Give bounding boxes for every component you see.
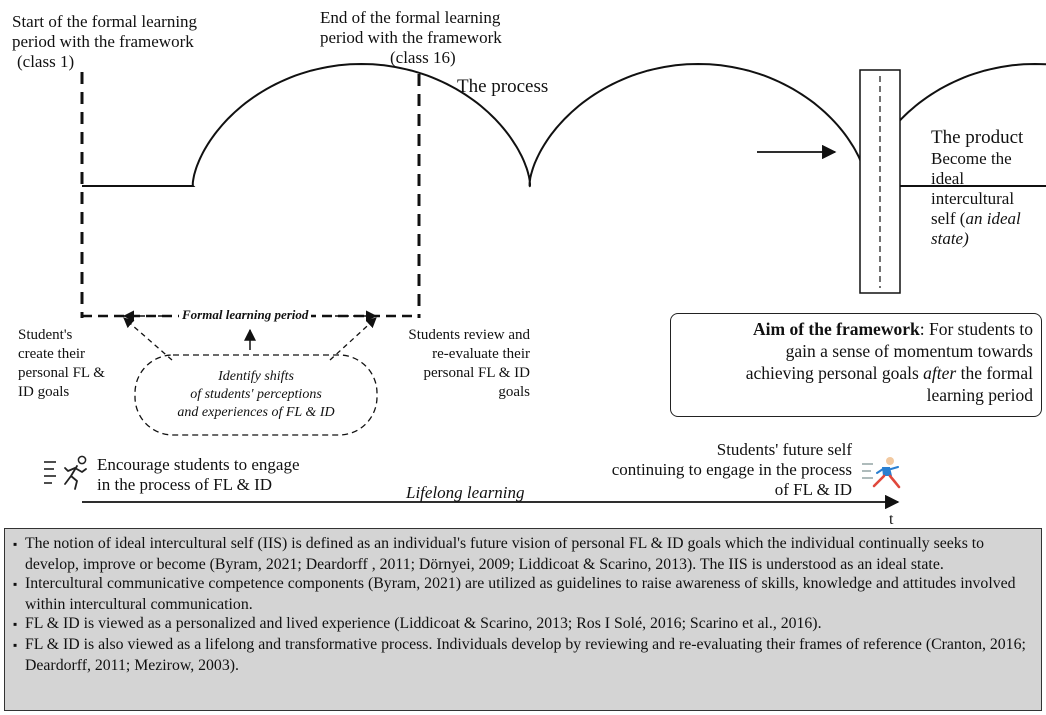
future-self-label: Students' future self continuing to enga… bbox=[611, 440, 852, 499]
aim-box: Aim of the framework: For students to ga… bbox=[670, 313, 1042, 417]
formal-period-label: Formal learning period bbox=[179, 307, 312, 323]
product-label: The product Become the ideal intercultur… bbox=[931, 127, 1024, 248]
runner-icon bbox=[862, 457, 901, 489]
process-spiral bbox=[82, 62, 1046, 189]
note-item: FL & ID is viewed as a personalized and … bbox=[13, 614, 1033, 635]
identify-shifts-bubble bbox=[134, 354, 378, 436]
time-axis-label: t bbox=[889, 511, 894, 528]
shift-arrow-right bbox=[329, 317, 377, 361]
students-create-label: Student's create their personal FL & ID … bbox=[18, 327, 105, 400]
end-label: End of the formal learning period with t… bbox=[320, 8, 502, 67]
process-diagram bbox=[44, 62, 1046, 510]
notes-box: The notion of ideal intercultural self (… bbox=[4, 528, 1042, 711]
shift-arrow-left bbox=[123, 317, 173, 361]
note-item: The notion of ideal intercultural self (… bbox=[13, 534, 1033, 574]
runner-icon bbox=[44, 455, 87, 490]
aim-text: Aim of the framework: For students to ga… bbox=[745, 319, 1033, 405]
start-label: Start of the formal learning period with… bbox=[12, 12, 198, 71]
process-label: The process bbox=[457, 76, 549, 97]
note-item: FL & ID is also viewed as a lifelong and… bbox=[13, 635, 1033, 675]
encourage-label: Encourage students to engage in the proc… bbox=[97, 455, 300, 494]
lifelong-label: Lifelong learning bbox=[406, 483, 525, 502]
note-item: Intercultural communicative competence c… bbox=[13, 574, 1033, 614]
students-review-label: Students review and re-evaluate their pe… bbox=[408, 327, 530, 400]
identify-shifts-label: Identify shifts of students' perceptions… bbox=[177, 369, 335, 420]
notes-list: The notion of ideal intercultural self (… bbox=[5, 529, 1041, 675]
